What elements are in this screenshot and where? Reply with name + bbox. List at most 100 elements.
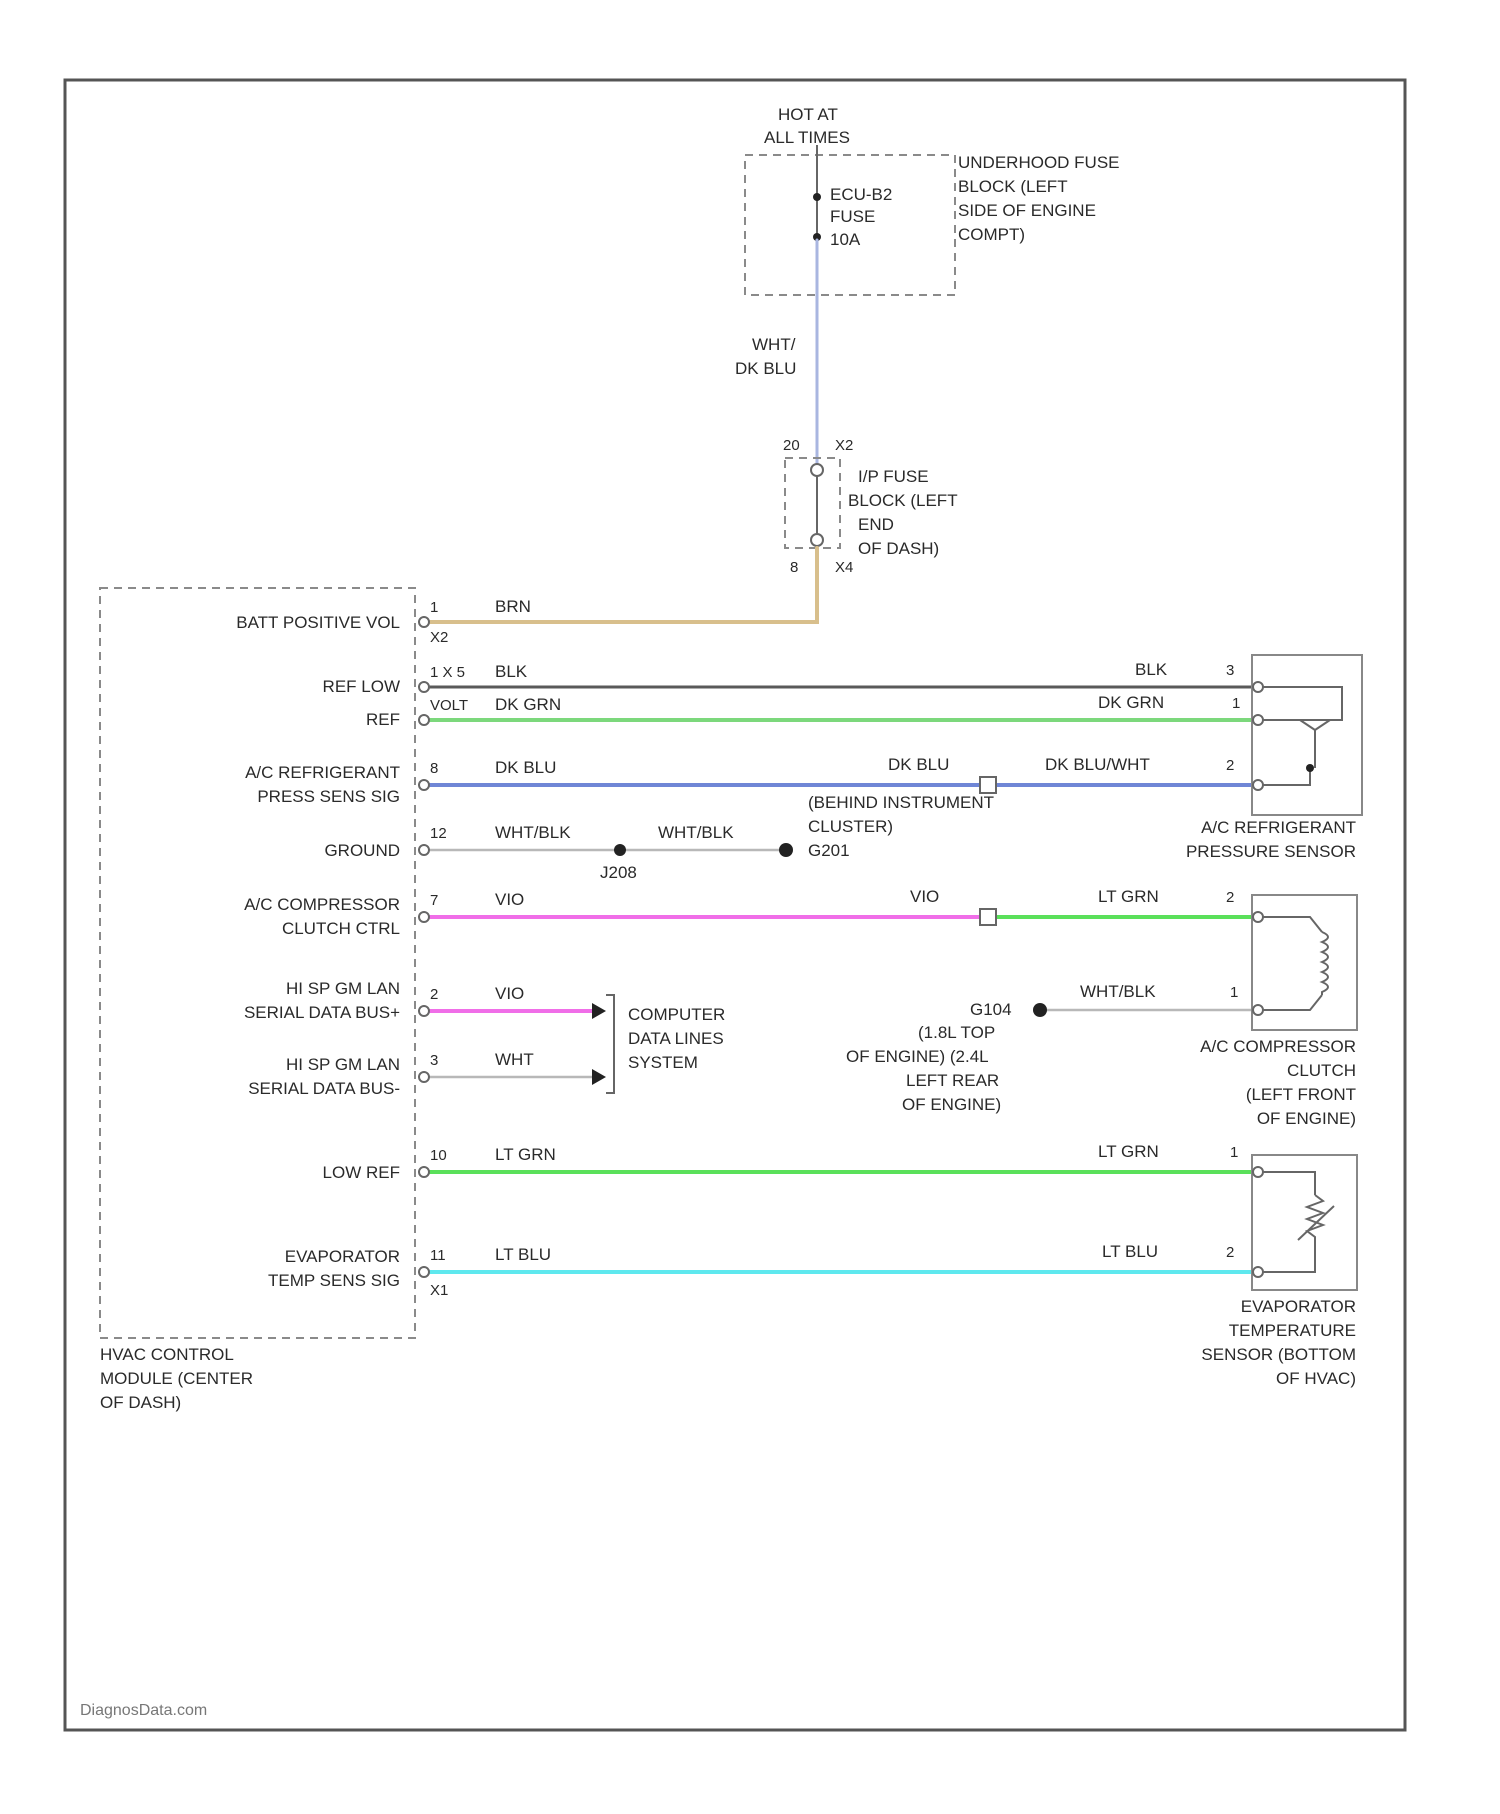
evap-sensor-label-line3: SENSOR (BOTTOM bbox=[1201, 1345, 1356, 1364]
circuit-ref-low: REF LOW 1 X 5 BLK BLK 3 bbox=[323, 660, 1252, 696]
ground-g201 bbox=[779, 843, 793, 857]
underhood-fuse-label-line3: SIDE OF ENGINE bbox=[958, 201, 1096, 220]
clutch-label-line3: (LEFT FRONT bbox=[1246, 1085, 1356, 1104]
fuse-name-line1: ECU-B2 bbox=[830, 185, 892, 204]
underhood-fuse-label-line4: COMPT) bbox=[958, 225, 1025, 244]
hvac-connector-x2: X2 bbox=[430, 629, 448, 646]
clutch-control-pin: 7 bbox=[430, 892, 438, 909]
evap-signal-label-line2: TEMP SENS SIG bbox=[268, 1271, 400, 1290]
splice-j208-label: J208 bbox=[600, 863, 637, 882]
data-low-pin: 3 bbox=[430, 1052, 438, 1069]
data-lines-label-line2: DATA LINES bbox=[628, 1029, 724, 1048]
hvac-connector-x1: X1 bbox=[430, 1282, 448, 1299]
ref-wire-color: DK GRN bbox=[495, 695, 561, 714]
circuit-clutch-control: A/C COMPRESSOR CLUTCH CTRL 7 VIO VIO LT … bbox=[244, 887, 1252, 938]
clutch-control-label-line2: CLUTCH CTRL bbox=[282, 919, 400, 938]
clutch-ground: G104 WHT/BLK 1 (1.8L TOP OF ENGINE) (2.4… bbox=[846, 982, 1252, 1114]
ref-label: REF bbox=[366, 710, 400, 729]
batt-pin: 1 bbox=[430, 599, 438, 616]
inline-connector-clutch bbox=[980, 909, 996, 925]
low-ref-pin-terminal bbox=[419, 1167, 429, 1177]
ref-far-pin: 1 bbox=[1232, 695, 1240, 712]
ref-far-color: DK GRN bbox=[1098, 693, 1164, 712]
ip-fuse-label-line4: OF DASH) bbox=[858, 539, 939, 558]
pressure-signal-label-line2: PRESS SENS SIG bbox=[257, 787, 400, 806]
ac-compressor-clutch: A/C COMPRESSOR CLUTCH (LEFT FRONT OF ENG… bbox=[1200, 895, 1357, 1128]
data-high-wire-color: VIO bbox=[495, 984, 524, 1003]
circuit-pressure-signal: A/C REFRIGERANT PRESS SENS SIG 8 DK BLU … bbox=[245, 755, 1252, 836]
pressure-sensor-outline bbox=[1252, 655, 1362, 815]
ref-low-far-pin: 3 bbox=[1226, 662, 1234, 679]
ref-low-wire-color: BLK bbox=[495, 662, 528, 681]
pressure-sensor-label-line2: PRESSURE SENSOR bbox=[1186, 842, 1356, 861]
underhood-fuse-label-line2: BLOCK (LEFT bbox=[958, 177, 1068, 196]
hot-at-all-times-line1: HOT AT bbox=[778, 105, 838, 124]
data-lines-label-line1: COMPUTER bbox=[628, 1005, 725, 1024]
data-low-wire-color: WHT bbox=[495, 1050, 534, 1069]
fuse-terminal-top bbox=[813, 193, 821, 201]
low-ref-far-pin: 1 bbox=[1230, 1144, 1238, 1161]
ip-fuse-label-line1: I/P FUSE bbox=[858, 467, 929, 486]
ip-fuse-pin-bottom: 8 bbox=[790, 559, 798, 576]
g104-location-line4: OF ENGINE) bbox=[902, 1095, 1001, 1114]
data-high-label-line1: HI SP GM LAN bbox=[286, 979, 400, 998]
evap-signal-label-line1: EVAPORATOR bbox=[285, 1247, 400, 1266]
evap-signal-far-color: LT BLU bbox=[1102, 1242, 1158, 1261]
circuit-batt-positive: BATT POSITIVE VOL 1 BRN bbox=[236, 548, 817, 632]
ip-fuse-pin-top: 20 bbox=[783, 437, 800, 454]
underhood-fuse-block: HOT AT ALL TIMES ECU-B2 FUSE 10A UNDERHO… bbox=[745, 105, 1120, 295]
pressure-signal-pin: 8 bbox=[430, 760, 438, 777]
evap-signal-pin-terminal bbox=[419, 1267, 429, 1277]
ref-low-pin: 1 X 5 bbox=[430, 664, 465, 681]
ip-fuse-block: 20 X2 8 X4 I/P FUSE BLOCK (LEFT END OF D… bbox=[783, 437, 958, 576]
feed-wire-color-line1: WHT/ bbox=[752, 335, 796, 354]
clutch-control-wire-color: VIO bbox=[495, 890, 524, 909]
evap-sensor-terminal-1 bbox=[1253, 1167, 1263, 1177]
evap-signal-wire-color: LT BLU bbox=[495, 1245, 551, 1264]
clutch-terminal-2 bbox=[1253, 912, 1263, 922]
ref-low-pin-terminal bbox=[419, 682, 429, 692]
computer-data-lines: COMPUTER DATA LINES SYSTEM bbox=[606, 995, 725, 1093]
ip-fuse-conn-bottom: X4 bbox=[835, 559, 853, 576]
ground-g104 bbox=[1033, 1003, 1047, 1017]
evap-signal-far-pin: 2 bbox=[1226, 1244, 1234, 1261]
data-low-label-line2: SERIAL DATA BUS- bbox=[248, 1079, 400, 1098]
data-low-arrow bbox=[592, 1069, 606, 1085]
data-high-arrow bbox=[592, 1003, 606, 1019]
fuse-rating: 10A bbox=[830, 230, 861, 249]
underhood-fuse-label-line1: UNDERHOOD FUSE bbox=[958, 153, 1120, 172]
batt-pin-terminal bbox=[419, 617, 429, 627]
batt-wire-color: BRN bbox=[495, 597, 531, 616]
ref-pin-terminal bbox=[419, 715, 429, 725]
g104-location-line3: LEFT REAR bbox=[906, 1071, 999, 1090]
ground-g201-label: G201 bbox=[808, 841, 850, 860]
low-ref-wire-color: LT GRN bbox=[495, 1145, 556, 1164]
evap-sensor-leads bbox=[1263, 1172, 1315, 1272]
clutch-label-line2: CLUTCH bbox=[1287, 1061, 1356, 1080]
low-ref-far-color: LT GRN bbox=[1098, 1142, 1159, 1161]
low-ref-pin: 10 bbox=[430, 1147, 447, 1164]
data-low-label-line1: HI SP GM LAN bbox=[286, 1055, 400, 1074]
clutch-control-label-line1: A/C COMPRESSOR bbox=[244, 895, 400, 914]
ip-fuse-terminal-top bbox=[811, 464, 823, 476]
circuit-data-low: HI SP GM LAN SERIAL DATA BUS- 3 WHT bbox=[248, 1050, 606, 1098]
g104-location-line1: (1.8L TOP bbox=[918, 1023, 995, 1042]
pressure-sensor-terminal-2 bbox=[1253, 780, 1263, 790]
evap-sensor-outline bbox=[1252, 1155, 1357, 1290]
clutch-control-far-color: LT GRN bbox=[1098, 887, 1159, 906]
pressure-sensor-element bbox=[1263, 720, 1330, 785]
ground-g104-label: G104 bbox=[970, 1000, 1012, 1019]
clutch-ground-color: WHT/BLK bbox=[1080, 982, 1156, 1001]
ip-fuse-label-line3: END bbox=[858, 515, 894, 534]
feed-wire-color-line2: DK BLU bbox=[735, 359, 796, 378]
evap-signal-pin: 11 bbox=[430, 1247, 446, 1264]
g104-location-line2: OF ENGINE) (2.4L bbox=[846, 1047, 989, 1066]
hvac-module-label-line3: OF DASH) bbox=[100, 1393, 181, 1412]
hvac-module-label-line1: HVAC CONTROL bbox=[100, 1345, 234, 1364]
evap-sensor-thermistor bbox=[1298, 1195, 1334, 1248]
evap-sensor-label-line2: TEMPERATURE bbox=[1229, 1321, 1356, 1340]
batt-wire bbox=[424, 548, 817, 622]
data-lines-bracket bbox=[606, 995, 614, 1093]
clutch-terminal-1 bbox=[1253, 1005, 1263, 1015]
ground-pin: 12 bbox=[430, 825, 447, 842]
